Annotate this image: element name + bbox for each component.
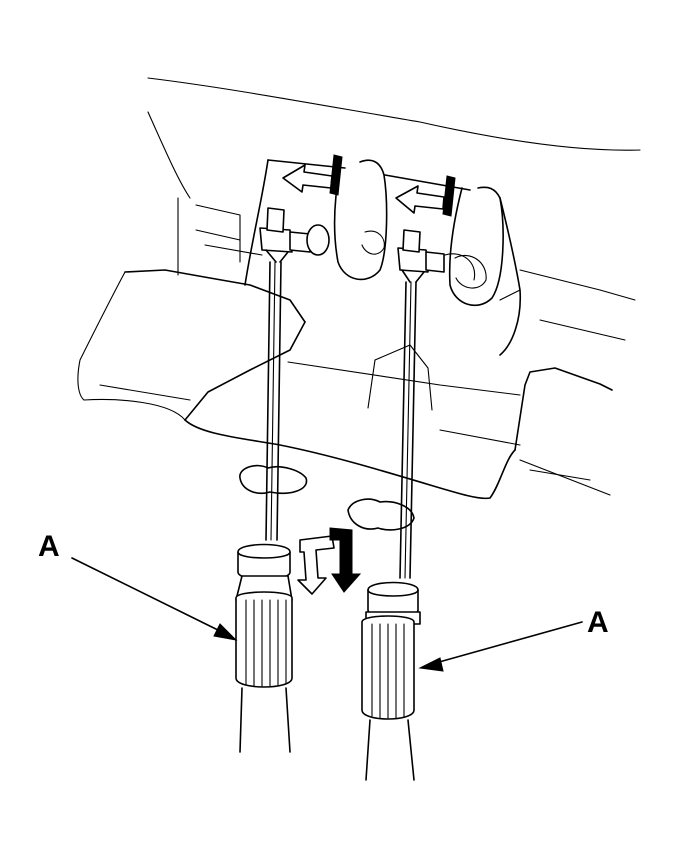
callout-leader-left bbox=[71, 557, 238, 641]
right-bracket bbox=[384, 174, 522, 356]
housing-outline bbox=[147, 77, 641, 341]
mounting-plate bbox=[77, 269, 613, 500]
left-adjuster-grip bbox=[235, 543, 293, 753]
callout-leader-right bbox=[418, 621, 583, 672]
callout-label-right: A bbox=[587, 606, 609, 639]
left-cable-rod bbox=[265, 261, 282, 541]
right-cable-rod bbox=[399, 281, 417, 579]
push-arrow-left bbox=[282, 154, 343, 196]
right-cable-fitting bbox=[397, 229, 445, 283]
callout-label-left: A bbox=[38, 530, 60, 563]
left-bracket bbox=[244, 159, 388, 286]
slot-left bbox=[239, 464, 308, 494]
push-arrow-right bbox=[395, 175, 456, 217]
rotate-arrows bbox=[297, 527, 362, 595]
right-adjuster-grip bbox=[361, 581, 421, 781]
slot-right bbox=[347, 498, 415, 531]
left-cable-fitting bbox=[259, 207, 330, 263]
